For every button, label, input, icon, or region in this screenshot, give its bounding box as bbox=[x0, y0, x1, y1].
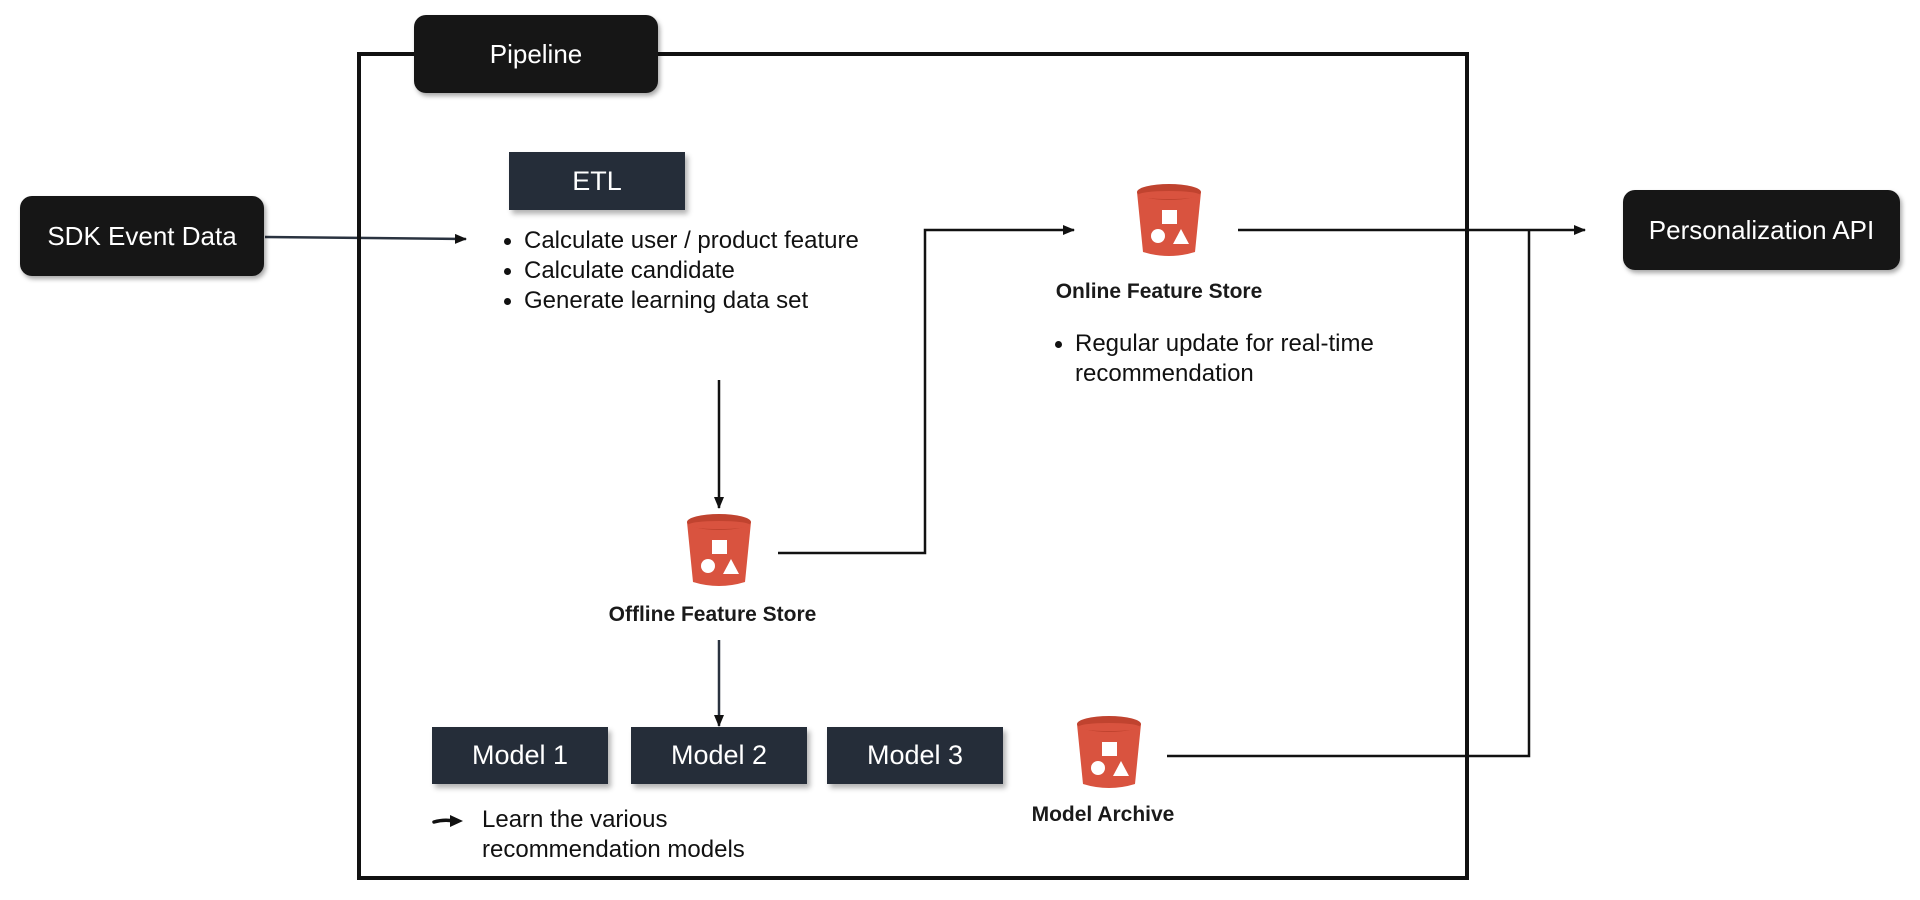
arrow-offline-to-online bbox=[778, 225, 1075, 555]
model-1-box: Model 1 bbox=[432, 727, 608, 784]
sdk-event-data-box: SDK Event Data bbox=[20, 196, 264, 276]
model-archive-label: Model Archive bbox=[1031, 803, 1175, 826]
model-3-box: Model 3 bbox=[827, 727, 1003, 784]
online-store-bullet-list: Regular update for real-time recommendat… bbox=[1047, 329, 1427, 389]
bucket-icon bbox=[687, 514, 751, 586]
models-note-text: Learn the various recommendation models bbox=[482, 806, 745, 863]
etl-box: ETL bbox=[509, 152, 685, 210]
etl-bullet-list: Calculate user / product feature Calcula… bbox=[496, 226, 936, 316]
arrow-right-icon bbox=[432, 815, 463, 827]
personalization-api-box: Personalization API bbox=[1623, 190, 1900, 270]
online-store-bullet: Regular update for real-time recommendat… bbox=[1047, 329, 1427, 389]
model-1-text: Model 1 bbox=[471, 740, 569, 770]
etl-text: ETL bbox=[572, 165, 622, 196]
model-2-text: Model 2 bbox=[670, 740, 768, 770]
arrow-sdk-to-etl bbox=[264, 233, 467, 244]
personalization-api-text: Personalization API bbox=[1648, 214, 1875, 245]
etl-bullet: Calculate candidate bbox=[496, 256, 936, 286]
pipeline-label-text: Pipeline bbox=[489, 38, 583, 69]
line-archive-to-api bbox=[1167, 230, 1531, 758]
etl-bullet: Generate learning data set bbox=[496, 286, 936, 316]
model-3-text: Model 3 bbox=[866, 740, 964, 770]
etl-bullet: Calculate user / product feature bbox=[496, 226, 936, 256]
offline-feature-store-label: Offline Feature Store bbox=[608, 603, 817, 626]
pipeline-label: Pipeline bbox=[414, 15, 658, 93]
bucket-icon bbox=[1077, 716, 1141, 788]
model-2-box: Model 2 bbox=[631, 727, 807, 784]
online-feature-store-label: Online Feature Store bbox=[1055, 280, 1263, 303]
bucket-icon bbox=[1137, 184, 1201, 256]
pipeline-frame bbox=[357, 52, 1469, 880]
sdk-event-data-text: SDK Event Data bbox=[47, 220, 237, 251]
